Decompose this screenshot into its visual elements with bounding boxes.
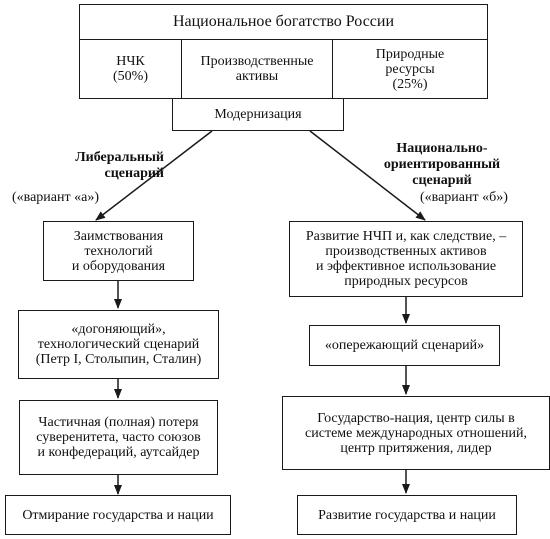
right-step-nation-state: Государство-нация, центр силы в системе … (282, 396, 550, 470)
national-wealth-title: Национальное богатство России (80, 5, 487, 40)
right-step-leading: «опережающий сценарий» (309, 325, 500, 366)
right-scenario-variant: («вариант «б») (420, 190, 508, 205)
national-wealth-block: Национальное богатство России НЧК (50%) … (79, 4, 488, 99)
left-scenario-variant: («вариант «а») (12, 190, 99, 205)
left-step-borrowing: Заимствования технологий и оборудования (43, 221, 194, 281)
cell-natural-resources: Природные ресурсы (25%) (332, 40, 487, 98)
right-scenario-title: Национально- ориентированный сценарий (383, 141, 501, 188)
modernization-box: Модернизация (172, 98, 344, 131)
right-step-growth: Развитие государства и нации (297, 495, 517, 535)
right-step-development: Развитие НЧП и, как следствие, – произво… (289, 221, 523, 297)
left-step-decline: Отмирание государства и нации (5, 495, 231, 535)
left-scenario-title: Либеральный сценарий (75, 150, 164, 181)
arrow-to-right-scenario (309, 130, 426, 221)
left-step-catching-up: «догоняющий», технологический сценарий (… (18, 310, 219, 379)
cell-production-assets: Производственные активы (181, 40, 332, 98)
left-step-sovereignty-loss: Частичная (полная) потеря суверенитета, … (19, 400, 218, 475)
arrow-to-left-scenario (95, 130, 213, 221)
cell-nchk: НЧК (50%) (113, 54, 148, 84)
